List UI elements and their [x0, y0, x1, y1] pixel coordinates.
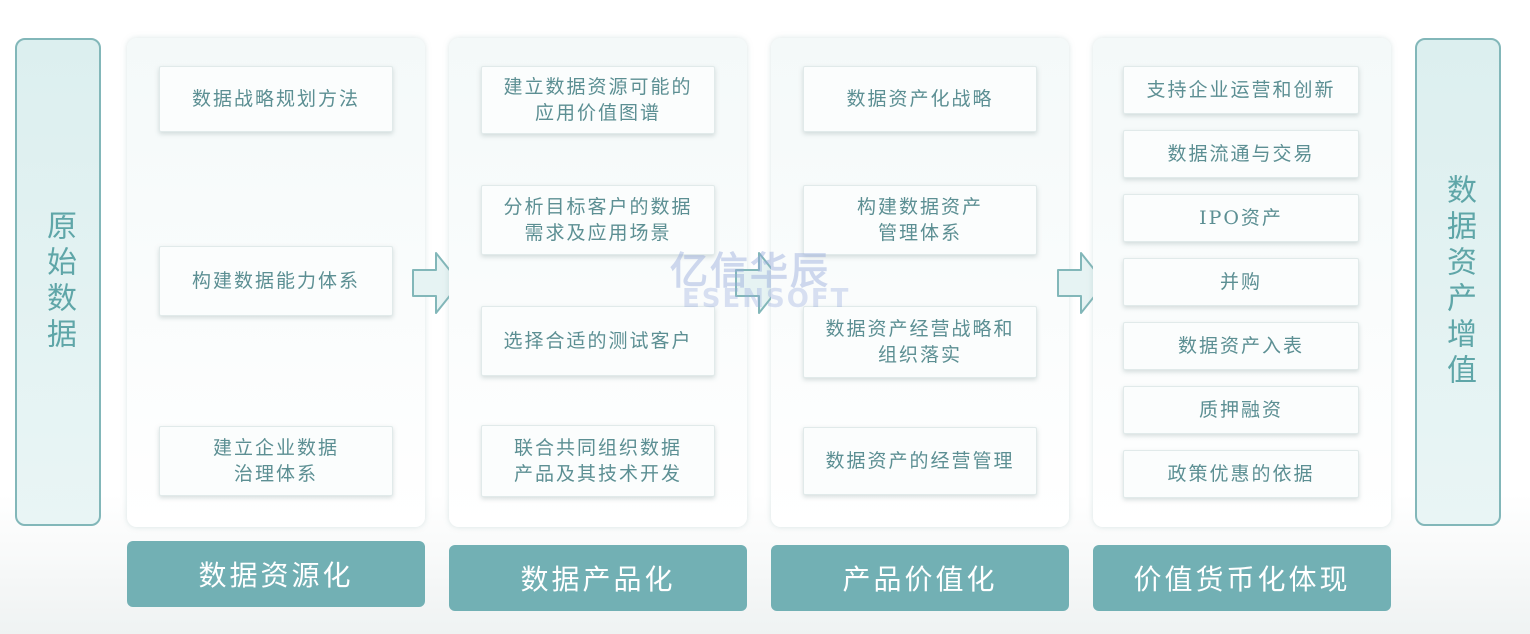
column-panel-resource: 数据战略规划方法 构建数据能力体系 建立企业数据 治理体系	[127, 38, 425, 527]
column-title-resource: 数据资源化	[127, 541, 425, 607]
card-item: 选择合适的测试客户	[481, 306, 715, 376]
card-item: 数据战略规划方法	[159, 66, 393, 132]
card-item: 建立企业数据 治理体系	[159, 426, 393, 496]
card-item: 数据资产经营战略和 组织落实	[803, 306, 1037, 378]
card-item: 构建数据能力体系	[159, 246, 393, 316]
asset-value-bar: 数据资产增值	[1415, 38, 1501, 526]
card-item: 建立数据资源可能的 应用价值图谱	[481, 66, 715, 134]
column-panel-value: 数据资产化战略 构建数据资产 管理体系 数据资产经营战略和 组织落实 数据资产的…	[771, 38, 1069, 527]
card-item: 数据流通与交易	[1123, 130, 1359, 178]
card-item: 政策优惠的依据	[1123, 450, 1359, 498]
card-item: 质押融资	[1123, 386, 1359, 434]
column-title-monetization: 价值货币化体现	[1093, 545, 1391, 611]
card-item: 构建数据资产 管理体系	[803, 185, 1037, 255]
card-item: 联合共同组织数据 产品及其技术开发	[481, 425, 715, 497]
arrow-right-icon	[412, 252, 461, 314]
card-item: 数据资产入表	[1123, 322, 1359, 370]
column-title-value: 产品价值化	[771, 545, 1069, 611]
card-item: 并购	[1123, 258, 1359, 306]
card-item: 数据资产的经营管理	[803, 427, 1037, 495]
card-item: 分析目标客户的数据 需求及应用场景	[481, 185, 715, 255]
raw-data-bar: 原始数据	[15, 38, 101, 526]
raw-data-label: 原始数据	[41, 210, 76, 354]
card-item: 数据资产化战略	[803, 66, 1037, 132]
asset-value-label: 数据资产增值	[1441, 174, 1476, 390]
column-panel-monetization: 支持企业运营和创新 数据流通与交易 IPO资产 并购 数据资产入表 质押融资 政…	[1093, 38, 1391, 527]
card-item: IPO资产	[1123, 194, 1359, 242]
column-panel-product: 建立数据资源可能的 应用价值图谱 分析目标客户的数据 需求及应用场景 选择合适的…	[449, 38, 747, 527]
column-title-product: 数据产品化	[449, 545, 747, 611]
card-item: 支持企业运营和创新	[1123, 66, 1359, 114]
